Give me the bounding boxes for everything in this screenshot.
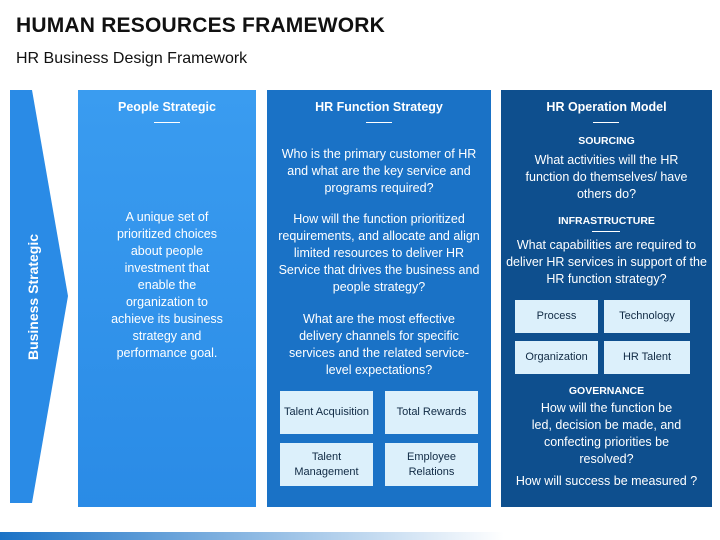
governance-text: How will the function be led, decision b… — [531, 401, 682, 466]
function-heading-divider — [366, 122, 392, 123]
infrastructure-text: What capabilities are required to delive… — [506, 238, 707, 286]
function-question-2: How will the function prioritized requir… — [278, 212, 480, 294]
box-technology: Technology — [604, 300, 690, 333]
page-title: HUMAN RESOURCES FRAMEWORK — [16, 14, 385, 37]
infrastructure-divider — [592, 231, 620, 232]
box-hr-talent: HR Talent — [604, 341, 690, 374]
infrastructure-title: INFRASTRUCTURE — [558, 215, 655, 227]
arrow-label: Business Strategic — [25, 233, 41, 360]
hr-function-panel: HR Function Strategy Who is the primary … — [267, 90, 491, 507]
sourcing-text: What activities will the HR function do … — [525, 153, 688, 201]
box-employee-relations: Employee Relations — [385, 443, 478, 486]
page-subtitle: HR Business Design Framework — [16, 50, 248, 67]
function-question-1: Who is the primary customer of HR and wh… — [281, 147, 477, 195]
closing-question: How will success be measured ? — [515, 474, 698, 488]
operation-heading: HR Operation Model — [546, 100, 667, 114]
hr-operation-panel: HR Operation Model SOURCING What activit… — [501, 90, 712, 507]
arrow-label-container: Business Strategic — [4, 90, 62, 503]
box-total-rewards: Total Rewards — [385, 391, 478, 434]
function-question-3: What are the most effective delivery cha… — [289, 312, 469, 377]
function-heading: HR Function Strategy — [315, 100, 443, 114]
people-heading-divider — [154, 122, 180, 123]
people-text: A unique set of prioritized choices abou… — [111, 210, 223, 360]
box-talent-acquisition: Talent Acquisition — [280, 391, 373, 434]
business-strategic-arrow — [10, 90, 68, 503]
box-talent-management: Talent Management — [280, 443, 373, 486]
box-organization: Organization — [515, 341, 598, 374]
bottom-accent-bar — [0, 532, 720, 540]
box-process: Process — [515, 300, 598, 333]
people-strategic-panel: People Strategic A unique set of priorit… — [78, 90, 256, 507]
governance-title: GOVERNANCE — [568, 385, 645, 397]
sourcing-title: SOURCING — [578, 135, 635, 147]
people-heading: People Strategic — [118, 100, 216, 114]
operation-heading-divider — [593, 122, 619, 123]
